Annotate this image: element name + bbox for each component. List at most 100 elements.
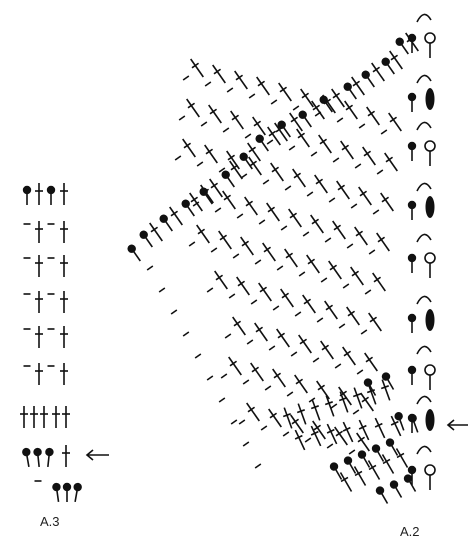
bobble-symbol: [343, 82, 357, 100]
treble-symbol: [384, 152, 398, 172]
treble-symbol: [367, 460, 381, 480]
chain-symbol: [182, 331, 190, 337]
treble-symbol: [232, 316, 246, 336]
bobble-symbol: [395, 37, 409, 55]
treble-symbol: [258, 282, 272, 302]
chain-symbol: [266, 139, 274, 145]
treble-symbol: [314, 174, 328, 194]
chain-symbol: [244, 133, 252, 139]
bobble-symbol: [407, 92, 417, 112]
bobble-symbol: [357, 450, 371, 468]
treble-symbol: [296, 403, 307, 425]
chain-symbol: [380, 129, 388, 135]
chain-symbol: [206, 287, 214, 293]
bobble-symbol: [371, 444, 385, 462]
chain-symbol: [230, 419, 238, 425]
treble-symbol: [149, 222, 163, 242]
treble-symbol: [267, 126, 281, 146]
treble-symbol: [60, 183, 68, 205]
bobble-symbol: [221, 170, 235, 188]
chain-symbol: [178, 115, 186, 121]
chain-symbol: [276, 265, 284, 271]
treble-symbol: [226, 150, 240, 170]
arc-symbol: [416, 121, 432, 131]
treble-symbol: [254, 322, 268, 342]
treble-symbol: [380, 379, 391, 401]
treble-symbol: [342, 421, 354, 443]
chain-symbol: [218, 167, 226, 173]
treble-symbol: [248, 156, 262, 176]
treble-symbol: [364, 352, 378, 372]
chain-symbol: [360, 329, 368, 335]
chain-symbol: [260, 425, 268, 431]
treble-symbol: [366, 383, 377, 405]
treble-symbol: [208, 104, 222, 124]
treble-symbol: [332, 220, 346, 240]
chain-symbol: [282, 431, 290, 437]
chain-symbol: [228, 293, 236, 299]
treble-symbol: [354, 226, 368, 246]
chain-symbol: [356, 369, 364, 375]
treble-symbol: [60, 255, 68, 277]
chain-symbol: [240, 173, 248, 179]
treble-symbol: [20, 406, 28, 428]
treble-symbol: [302, 294, 316, 314]
chain-symbol: [372, 209, 380, 215]
chain-symbol: [310, 151, 318, 157]
treble-symbol: [280, 288, 294, 308]
chain-symbol: [146, 265, 154, 271]
treble-symbol: [35, 221, 43, 243]
chain-symbol: [348, 449, 356, 455]
treble-symbol: [318, 134, 332, 154]
chain-symbol: [246, 339, 254, 345]
treble-symbol: [169, 206, 183, 226]
chain-symbol: [368, 249, 376, 255]
treble-symbol: [342, 346, 356, 366]
treble-symbol: [35, 255, 43, 277]
chain-symbol: [320, 277, 328, 283]
bobble-symbol: [361, 70, 375, 88]
treble-symbol: [236, 276, 250, 296]
treble-symbol: [360, 392, 374, 412]
treble-symbol: [350, 266, 364, 286]
bobble-symbol: [407, 200, 417, 220]
ring-symbol: [424, 32, 436, 58]
arc-symbol: [416, 74, 432, 84]
treble-symbol: [182, 138, 196, 158]
chain-symbol: [224, 333, 232, 339]
chain-symbol: [204, 81, 212, 87]
bobble-symbol: [255, 134, 269, 152]
treble-symbol: [200, 184, 214, 204]
chain-symbol: [338, 323, 346, 329]
treble-symbol: [60, 363, 68, 385]
picot-symbol: [425, 196, 435, 218]
bobble-symbol: [407, 253, 417, 273]
treble-symbol: [358, 186, 372, 206]
treble-symbol: [372, 272, 386, 292]
chain-symbol: [242, 441, 250, 447]
bobble-symbol: [381, 57, 395, 75]
treble-symbol: [353, 466, 367, 486]
bobble-symbol: [363, 378, 377, 396]
chain-symbol: [334, 363, 342, 369]
bobble-symbol: [343, 456, 357, 474]
treble-symbol: [310, 214, 324, 234]
treble-symbol: [60, 221, 68, 243]
treble-symbol: [270, 162, 284, 182]
treble-symbol: [234, 70, 248, 90]
treble-symbol: [339, 472, 353, 492]
treble-symbol: [331, 88, 345, 108]
bobble-symbol: [127, 244, 141, 262]
treble-symbol: [336, 180, 350, 200]
treble-symbol: [60, 326, 68, 348]
bobble-symbol: [394, 412, 405, 431]
chain-symbol: [292, 105, 300, 111]
arc-symbol: [416, 295, 432, 305]
treble-symbol: [380, 192, 394, 212]
treble-symbol: [405, 32, 419, 52]
bobble-symbol: [181, 199, 195, 217]
bobble-symbol: [407, 365, 417, 385]
ring-symbol: [424, 364, 436, 390]
picot-symbol: [425, 88, 435, 110]
treble-symbol: [358, 419, 370, 441]
